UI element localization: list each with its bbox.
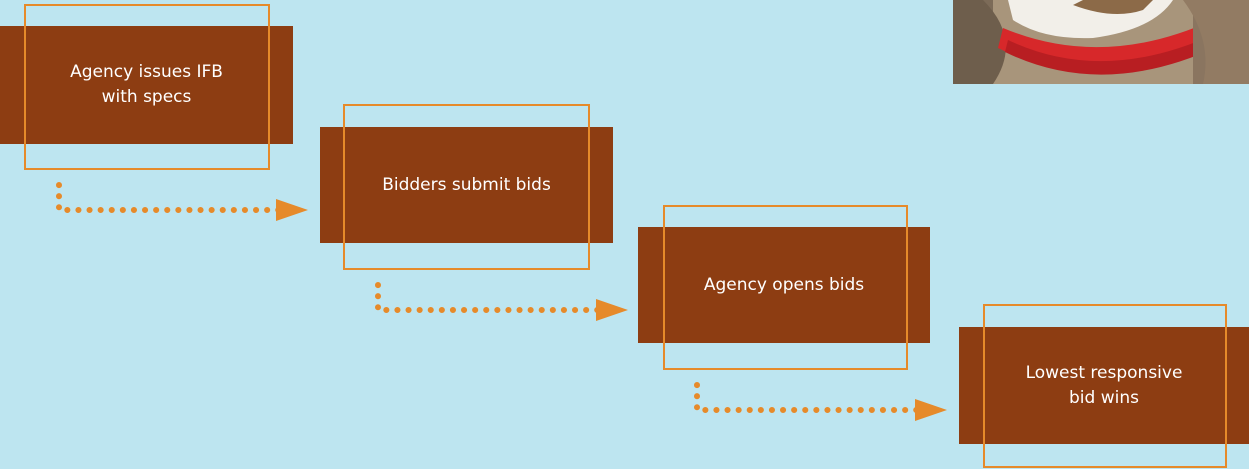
step-box-submit-bids: Bidders submit bids: [320, 127, 613, 243]
step-box-open-bids: Agency opens bids: [638, 227, 930, 343]
step-label-issue-ifb: Agency issues IFB with specs: [70, 62, 223, 107]
connector-arrow-2: [375, 282, 628, 321]
connector-arrow-3: [694, 382, 947, 421]
step-box-issue-ifb: Agency issues IFB with specs: [0, 26, 293, 144]
step-box-lowest-bid-wins: Lowest responsive bid wins: [959, 327, 1249, 444]
connector-arrow-1: [56, 182, 308, 221]
step-label-submit-bids: Bidders submit bids: [382, 174, 551, 195]
step-label-lowest-bid-wins: Lowest responsive bid wins: [1025, 362, 1183, 408]
food-basket-photo: [953, 0, 1249, 84]
step-label-open-bids: Agency opens bids: [703, 274, 865, 295]
